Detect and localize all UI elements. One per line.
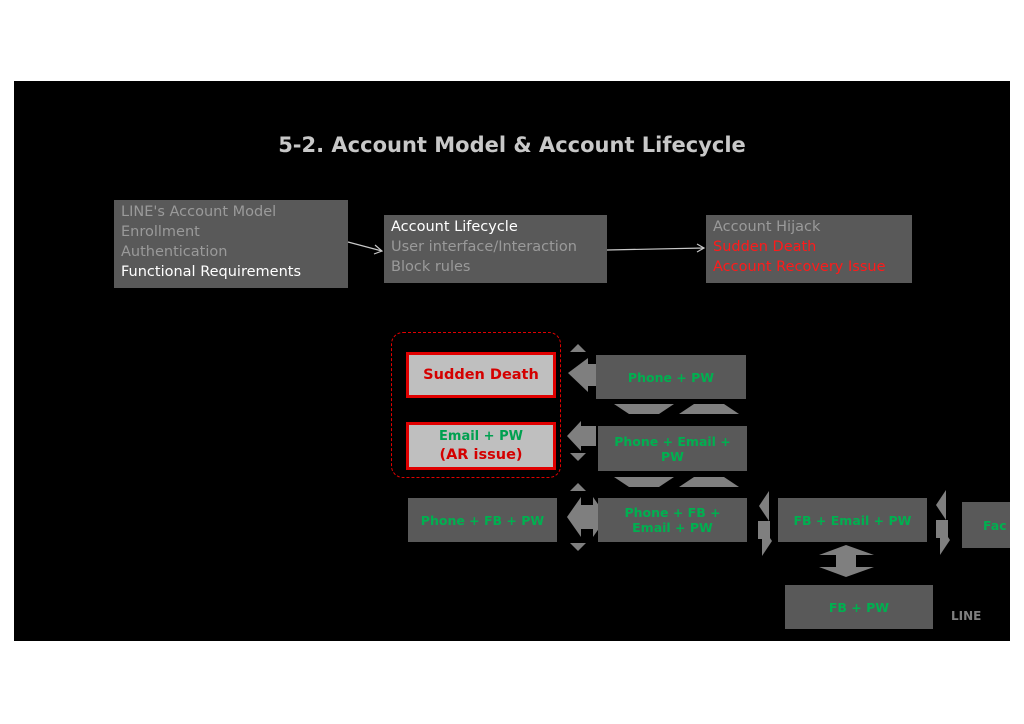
state-fb-pw: FB + PW xyxy=(785,585,933,629)
nav-item-account-recovery-issue: Account Recovery Issue xyxy=(713,259,886,275)
arrow-shaft-phone-pw xyxy=(588,364,596,386)
state-email-pw-note: (AR issue) xyxy=(439,447,523,463)
nav-box-account-issues: Account Hijack Sudden Death Account Reco… xyxy=(706,215,912,283)
nav-item-enrollment: Enrollment xyxy=(121,224,200,240)
state-phone-fb-pw: Phone + FB + PW xyxy=(408,498,557,542)
arrow-up-phone-fb xyxy=(679,477,739,487)
highlight-dashed-frame xyxy=(391,332,561,478)
state-phone-email-pw: Phone + Email + PW xyxy=(598,426,747,471)
state-facebook-label: Fac xyxy=(983,517,1007,533)
state-phone-email-pw-line2: PW xyxy=(661,448,684,464)
double-arrow-fb-email xyxy=(759,491,769,521)
state-phone-fb-email-pw: Phone + FB + Email + PW xyxy=(598,498,747,542)
arrow-small-up-2 xyxy=(570,483,586,491)
arrow-down-phone-pw xyxy=(614,404,674,414)
arrow-up-phone-email xyxy=(679,404,739,414)
nav-item-authentication: Authentication xyxy=(121,244,228,260)
double-arrow-fb-pw xyxy=(819,545,874,555)
arrow-small-down-2 xyxy=(570,543,586,551)
state-sudden-death-label: Sudden Death xyxy=(423,367,539,383)
state-fb-email-pw-label: FB + Email + PW xyxy=(793,512,912,528)
state-email-pw: Email + PW (AR issue) xyxy=(406,422,556,470)
nav-arrow-1 xyxy=(347,241,384,255)
state-email-pw-label: Email + PW xyxy=(439,429,523,444)
nav-item-account-model: LINE's Account Model xyxy=(121,204,277,220)
arrow-phone-email-to-email-pw xyxy=(567,421,581,451)
arrow-phone-pw-to-sudden-death xyxy=(568,358,588,392)
nav-item-user-interface: User interface/Interaction xyxy=(391,239,577,255)
slide-title: 5-2. Account Model & Account Lifecycle xyxy=(278,133,746,157)
nav-box-account-model: LINE's Account Model Enrollment Authenti… xyxy=(114,200,348,288)
nav-arrow-2 xyxy=(606,243,706,253)
diagram-arrows xyxy=(347,241,950,577)
state-phone-fb-email-pw-line2: Email + PW xyxy=(632,520,713,535)
nav-box-account-lifecycle: Account Lifecycle User interface/Interac… xyxy=(384,215,607,283)
nav-item-block-rules: Block rules xyxy=(391,259,471,275)
state-fb-pw-label: FB + PW xyxy=(828,599,890,615)
double-arrow-facebook xyxy=(936,490,946,520)
line-logo: LINE xyxy=(951,609,982,623)
nav-item-functional-requirements: Functional Requirements xyxy=(121,264,302,280)
state-facebook: Fac xyxy=(962,502,1010,548)
state-phone-pw: Phone + PW xyxy=(596,355,746,399)
state-fb-email-pw: FB + Email + PW xyxy=(778,498,927,542)
double-arrow-phone-fb xyxy=(567,497,581,537)
nav-item-account-hijack: Account Hijack xyxy=(713,219,821,235)
state-sudden-death: Sudden Death xyxy=(406,352,556,398)
arrow-down-phone-email xyxy=(614,477,674,487)
nav-item-sudden-death: Sudden Death xyxy=(713,239,817,255)
state-phone-fb-email-pw-line1: Phone + FB + xyxy=(624,505,721,520)
arrow-small-down-1 xyxy=(570,453,586,461)
state-phone-fb-pw-label: Phone + FB + PW xyxy=(420,512,545,528)
state-phone-email-pw-line1: Phone + Email + xyxy=(614,433,731,449)
nav-item-account-lifecycle: Account Lifecycle xyxy=(391,219,518,235)
arrow-small-up-1 xyxy=(570,344,586,352)
state-phone-pw-label: Phone + PW xyxy=(627,369,715,385)
slide: 5-2. Account Model & Account Lifecycle L… xyxy=(14,81,1010,641)
